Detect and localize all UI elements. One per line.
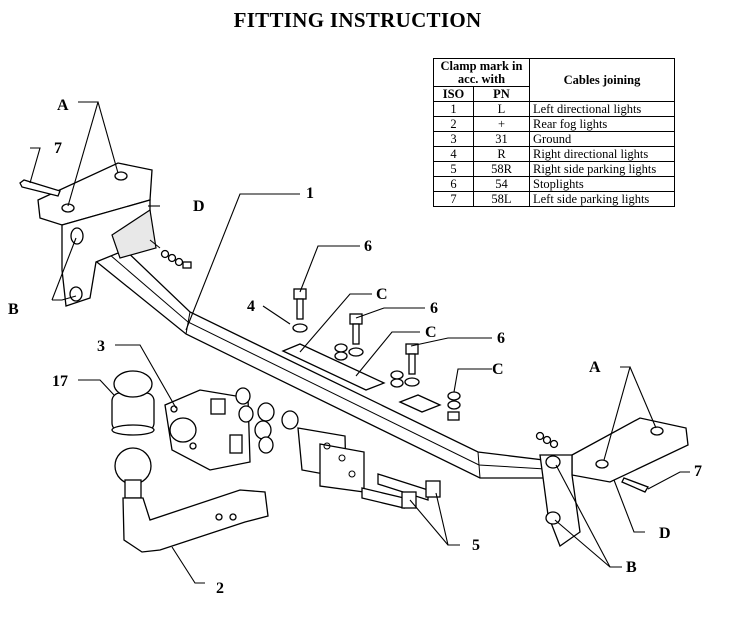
pn-cell: 54: [473, 176, 530, 192]
callout-d-left: D: [193, 198, 205, 215]
header-pn: PN: [473, 86, 530, 102]
tow-ball-mount-plates: [297, 427, 365, 493]
callout-labels: A 7 D B 1 6 4 C 6 C 6 3 C A 17 7 D 5 B 2: [8, 97, 702, 597]
callout-c-c: C: [492, 361, 504, 378]
callout-c-b: C: [425, 324, 437, 341]
header-clamp-mark: Clamp mark in acc. with: [433, 58, 530, 87]
iso-cell: 7: [433, 191, 474, 207]
table-header-row: Clamp mark in acc. with Cables joining: [433, 58, 675, 102]
callout-6-a: 6: [364, 238, 372, 255]
callout-7-right: 7: [694, 463, 702, 480]
right-bolt-7: [621, 477, 649, 493]
desc-cell: Ground: [529, 131, 675, 147]
desc-cell: Stoplights: [529, 176, 675, 192]
left-bolt-7: [19, 179, 61, 197]
callout-4: 4: [247, 298, 255, 315]
callout-a-left: A: [57, 97, 69, 114]
callout-6-c: 6: [497, 330, 505, 347]
callout-3: 3: [97, 338, 105, 355]
callout-c-a: C: [376, 286, 388, 303]
callout-6-b: 6: [430, 300, 438, 317]
right-bracket: [539, 417, 689, 548]
desc-cell: Right side parking lights: [529, 161, 675, 177]
ball-arm: [114, 447, 269, 553]
cables-joining-table: Clamp mark in acc. with Cables joining I…: [433, 58, 675, 207]
bolt-set-6-c: [390, 343, 461, 421]
callout-1: 1: [306, 185, 314, 202]
bolts-5: [361, 473, 441, 509]
left-nuts: [160, 249, 192, 269]
bolt-set-6-b: [334, 313, 364, 381]
page-title: FITTING INSTRUCTION: [233, 8, 482, 32]
callout-b-left: B: [8, 301, 19, 318]
mounting-plates: [281, 343, 442, 413]
callout-d-right: D: [659, 525, 671, 542]
desc-cell: Left side parking lights: [529, 191, 675, 207]
fastener-set-4: [210, 387, 299, 454]
callout-17: 17: [52, 373, 68, 390]
leader-lines: [29, 101, 690, 584]
tow-ball-cover: [111, 370, 155, 436]
callout-2: 2: [216, 580, 224, 597]
callout-a-right: A: [589, 359, 601, 376]
socket-plate: [164, 389, 251, 471]
right-nuts: [535, 431, 559, 449]
callout-5: 5: [472, 537, 480, 554]
pn-cell: 31: [473, 131, 530, 147]
desc-cell: Right directional lights: [529, 146, 675, 162]
callout-b-right: B: [626, 559, 637, 576]
callout-7-left: 7: [54, 140, 62, 157]
pn-cell: 58L: [473, 191, 530, 207]
left-bracket: [37, 162, 161, 307]
header-cables-joining: Cables joining: [529, 58, 675, 102]
